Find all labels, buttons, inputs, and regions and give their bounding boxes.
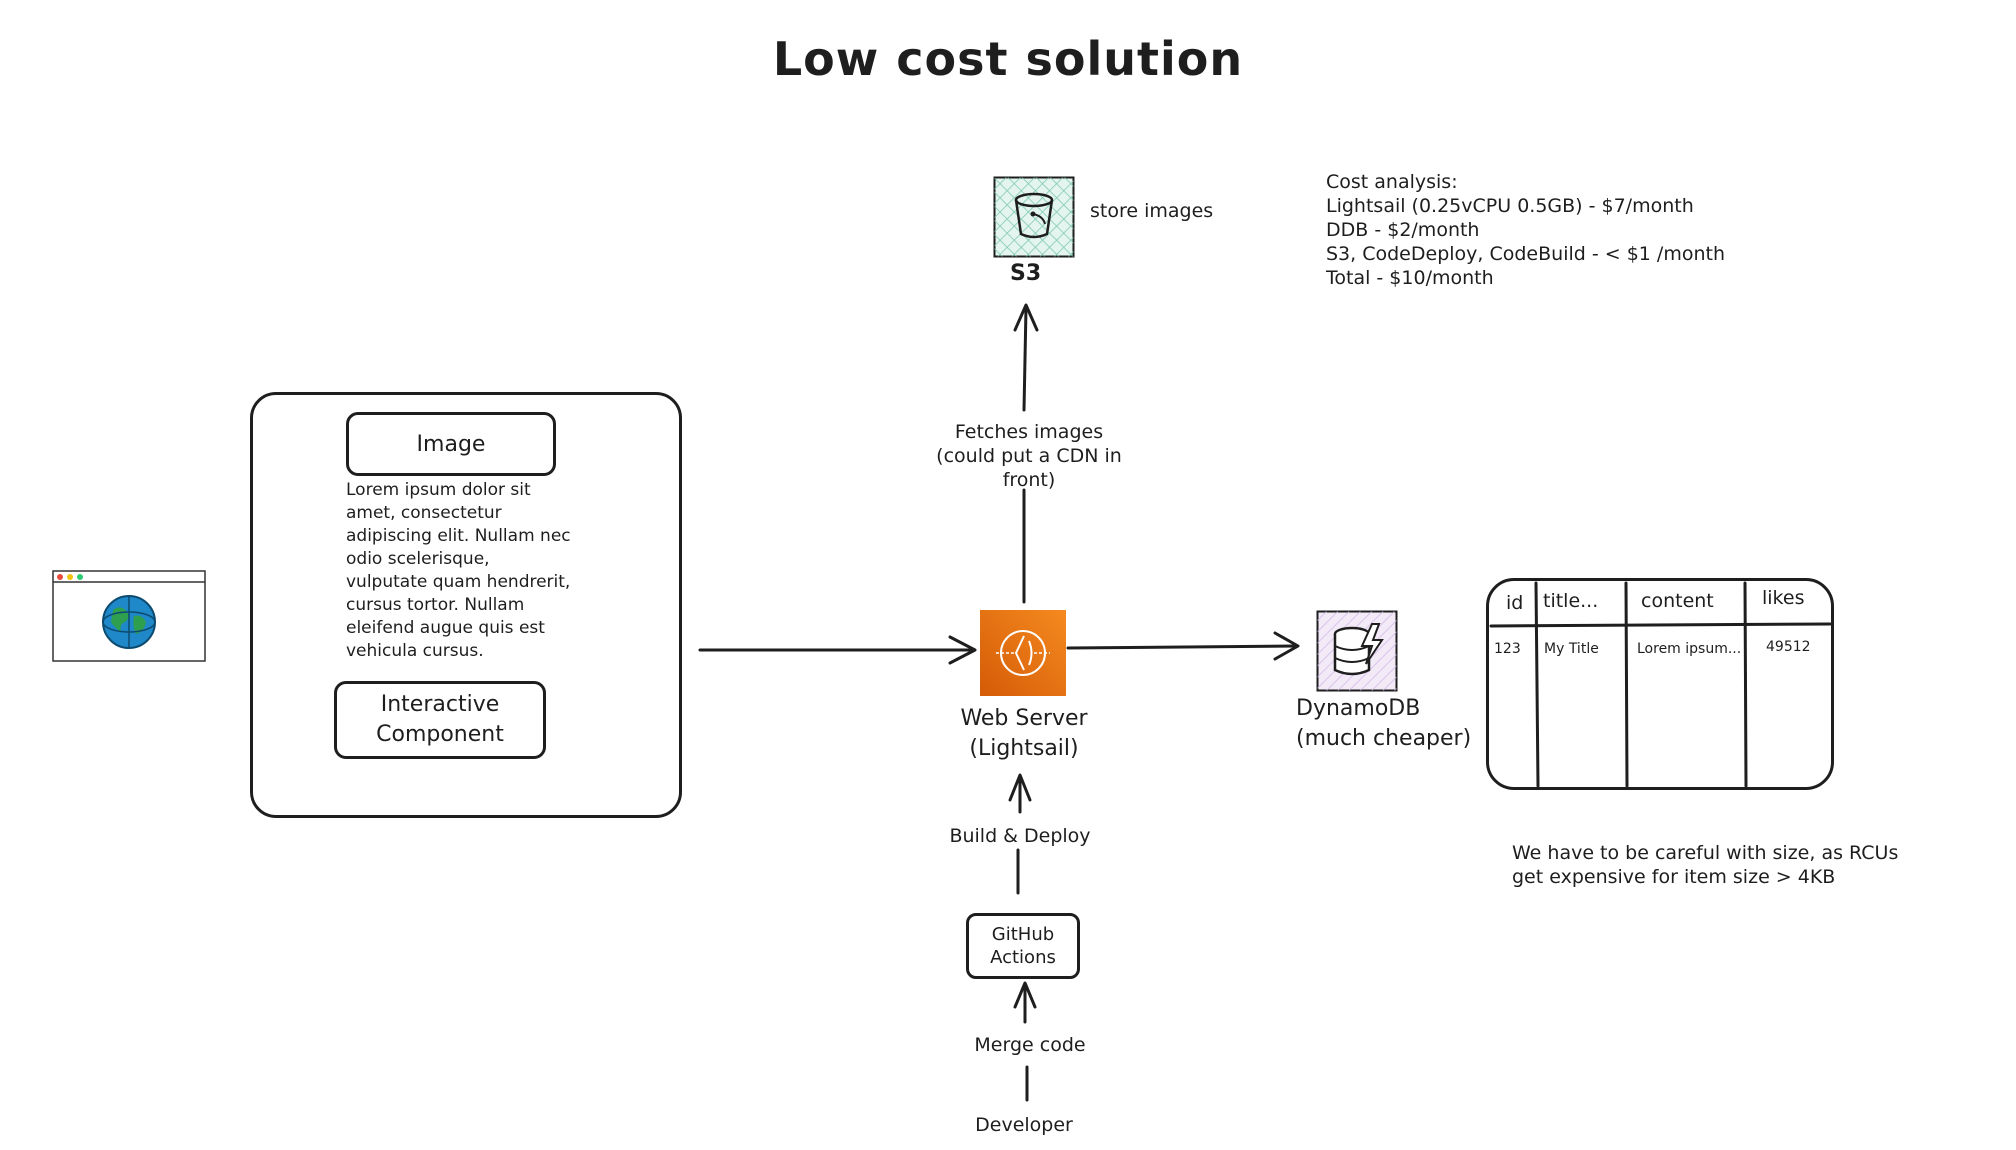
page-title: Low cost solution (772, 32, 1244, 86)
table-header-id: id (1506, 592, 1524, 614)
build-deploy-label: Build & Deploy (949, 825, 1091, 847)
fetch-images-label: Fetches images (could put a CDN in front… (936, 421, 1122, 491)
table-header-title: title... (1543, 590, 1599, 612)
github-actions-box[interactable]: GitHub Actions (966, 913, 1080, 979)
browser-window-icon (52, 570, 206, 662)
table-cell-id: 123 (1494, 641, 1521, 657)
size-note: We have to be careful with size, as RCUs… (1512, 842, 1899, 888)
lightsail-icon (980, 610, 1066, 696)
s3-label: S3 (1010, 261, 1042, 286)
image-component[interactable]: Image (346, 412, 556, 476)
developer-label: Developer (975, 1114, 1073, 1136)
dynamodb-icon (1316, 610, 1398, 692)
arrow-webserver-to-s3-upper (1022, 306, 1028, 412)
s3-bucket-icon (993, 176, 1075, 258)
dynamodb-table (1486, 578, 1834, 790)
table-header-content: content (1641, 590, 1714, 612)
table-header-likes: likes (1762, 587, 1805, 609)
dynamodb-label: DynamoDB (much cheaper) (1296, 696, 1472, 751)
interactive-component[interactable]: Interactive Component (334, 681, 546, 759)
table-cell-content: Lorem ipsum... (1637, 641, 1742, 657)
image-component-label: Image (416, 432, 486, 457)
table-cell-title: My Title (1544, 641, 1599, 657)
web-server-label: Web Server (Lightsail) (960, 706, 1088, 761)
table-cell-likes: 49512 (1766, 639, 1811, 655)
interactive-component-label: Interactive Component (376, 692, 504, 747)
lorem-text: Lorem ipsum dolor sit amet, consectetur … (346, 480, 571, 661)
cost-analysis: Cost analysis: Lightsail (0.25vCPU 0.5GB… (1326, 171, 1725, 289)
merge-code-label: Merge code (974, 1034, 1086, 1056)
arrow-webserver-to-dynamodb (1066, 644, 1298, 650)
github-actions-label: GitHub Actions (990, 924, 1056, 968)
s3-note: store images (1090, 200, 1214, 222)
